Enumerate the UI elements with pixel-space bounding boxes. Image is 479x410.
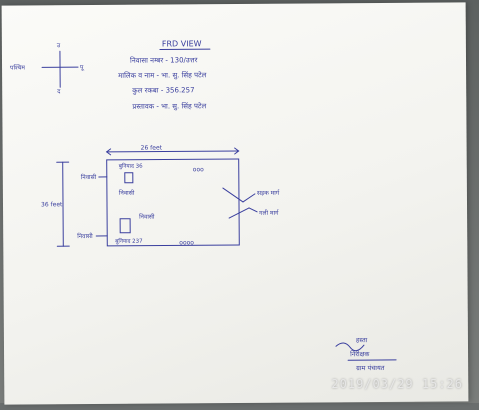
compass-south: द: [57, 88, 61, 95]
photo-timestamp: 2019/03/29 15:26: [331, 377, 463, 391]
right-label-1: सड़क मार्ग: [257, 189, 280, 197]
compass-west: पश्चिम: [10, 63, 25, 71]
left-label-1: निवासी: [81, 173, 97, 181]
floor-plan: 26 feet 36 feet निवासी निवासी बुनियाद 36…: [41, 144, 281, 248]
signature-line-2: निरीक्षक: [350, 350, 370, 358]
inner-mid-label-1: निवासी: [119, 189, 135, 197]
left-label-2: निवासी: [77, 232, 93, 240]
side-dimension: 36 feet: [41, 201, 63, 208]
right-label-2: गली मार्ग: [259, 209, 279, 217]
signature-line-1: हस्ता: [356, 336, 368, 344]
header-line-4: प्रस्तावक - भा. सु. सिंह पटेल: [132, 101, 206, 111]
signature-block: हस्ता निरीक्षक ग्राम पंचायत: [336, 336, 396, 372]
hand-drawn-sketch: उ पू द पश्चिम FRD VIEW निवासा नम्बर - 13…: [2, 2, 469, 404]
top-dimension: 26 feet: [141, 145, 163, 152]
signature-line-3: ग्राम पंचायत: [356, 364, 385, 372]
compass-east: पू: [80, 64, 84, 71]
inner-mid-label-2: निवासी: [139, 213, 155, 221]
header-line-3: कुल रकबा - 356.257: [132, 86, 195, 94]
document-title: FRD VIEW: [162, 39, 202, 48]
inner-bottom-label: बुनियाद 237: [115, 238, 143, 245]
header-line-2: मालिक व नाम - भा. सु. सिंह पटेल: [118, 70, 207, 80]
compass-north: उ: [57, 42, 61, 49]
marks-top: ooo: [193, 166, 204, 173]
header-line-1: निवासा नम्बर - 130/उत्तर: [130, 55, 198, 64]
document-sheet: उ पू द पश्चिम FRD VIEW निवासा नम्बर - 13…: [2, 2, 469, 404]
inner-top-label: बुनियाद 36: [119, 163, 143, 170]
compass-rose: उ पू द पश्चिम: [10, 42, 85, 96]
marks-bottom: oooo: [179, 239, 194, 246]
